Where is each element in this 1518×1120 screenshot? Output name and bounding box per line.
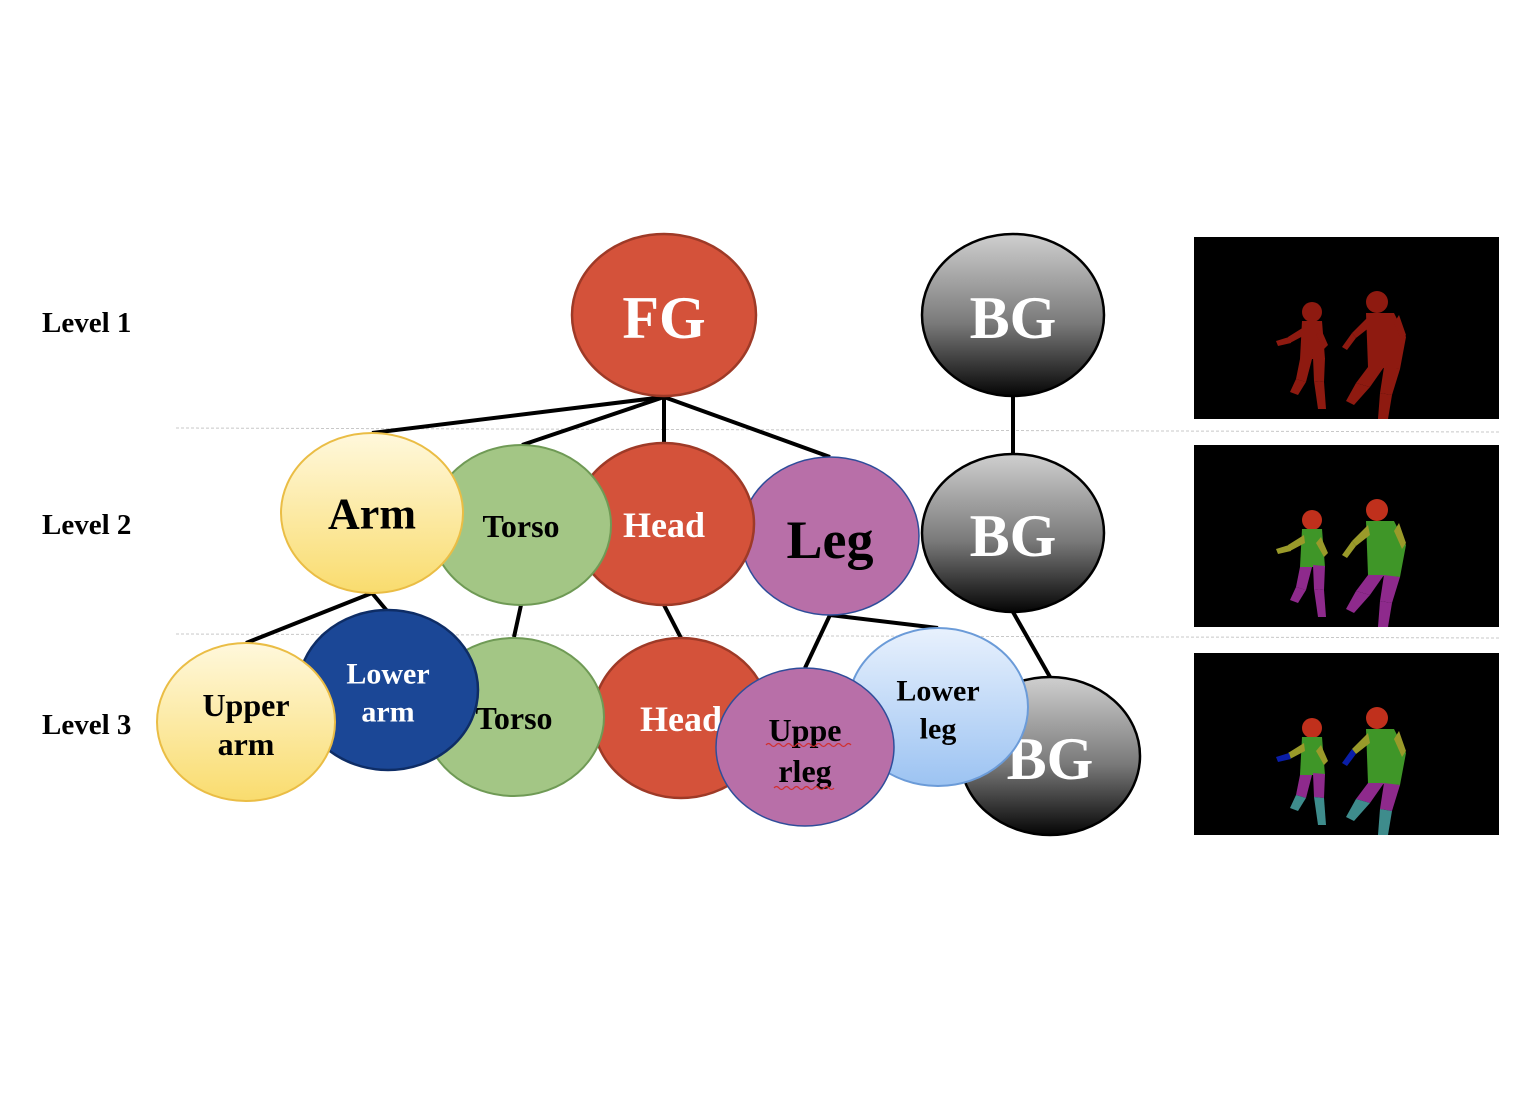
node-lower-leg-label-1: Lower xyxy=(896,675,979,708)
level-2-label: Level 2 xyxy=(42,509,131,541)
edge-bg-bg3 xyxy=(1011,611,1052,678)
node-upper-leg: Uppe rleg xyxy=(715,667,895,827)
node-torso-level3-label: Torso xyxy=(475,700,552,736)
mask-thumbnail-level1 xyxy=(1194,237,1499,419)
edge-leg-lowerleg xyxy=(829,613,939,630)
node-leg-label: Leg xyxy=(787,510,874,570)
node-bg-level1-label: BG xyxy=(970,285,1057,351)
node-arm: Arm xyxy=(280,432,464,594)
edge-fg-torso xyxy=(521,395,665,447)
edge-arm-upperarm xyxy=(245,591,373,645)
node-upper-arm-label-2: arm xyxy=(218,726,275,762)
node-head-level2: Head xyxy=(572,441,756,607)
node-bg-level2-label: BG xyxy=(970,503,1057,569)
tree-edges xyxy=(245,395,1052,678)
node-fg-label: FG xyxy=(622,285,705,351)
node-lower-arm-label-2: arm xyxy=(361,696,414,729)
node-lower-leg-label-2: leg xyxy=(920,713,957,746)
node-upper-leg-label-2: rleg xyxy=(778,753,831,789)
edge-leg-upperleg xyxy=(803,614,832,669)
node-bg-level1: BG xyxy=(920,232,1106,398)
node-torso-level2-label: Torso xyxy=(482,508,559,544)
edge-fg-leg xyxy=(663,395,831,459)
node-fg: FG xyxy=(570,232,758,398)
node-head-level2-label: Head xyxy=(623,505,705,545)
level-3-label: Level 3 xyxy=(42,709,131,741)
edge-fg-arm xyxy=(371,395,665,435)
node-leg: Leg xyxy=(740,456,920,616)
spellcheck-underline-1 xyxy=(765,742,852,748)
mask-thumbnail-level2 xyxy=(1194,445,1499,627)
edge-torso-torso xyxy=(512,604,523,638)
node-arm-label: Arm xyxy=(328,490,416,539)
mask-thumbnail-level3 xyxy=(1194,653,1499,835)
node-bg-level2: BG xyxy=(920,452,1106,614)
node-upper-leg-label-1: Uppe xyxy=(769,712,842,748)
level-1-label: Level 1 xyxy=(42,307,131,339)
spellcheck-underline-2 xyxy=(773,785,835,791)
node-head-level3-label: Head xyxy=(640,699,722,739)
node-lower-arm-label-1: Lower xyxy=(346,658,429,691)
node-upper-arm-label-1: Upper xyxy=(202,687,289,723)
node-upper-arm: Upper arm xyxy=(156,642,336,802)
edge-head-head xyxy=(662,604,683,639)
